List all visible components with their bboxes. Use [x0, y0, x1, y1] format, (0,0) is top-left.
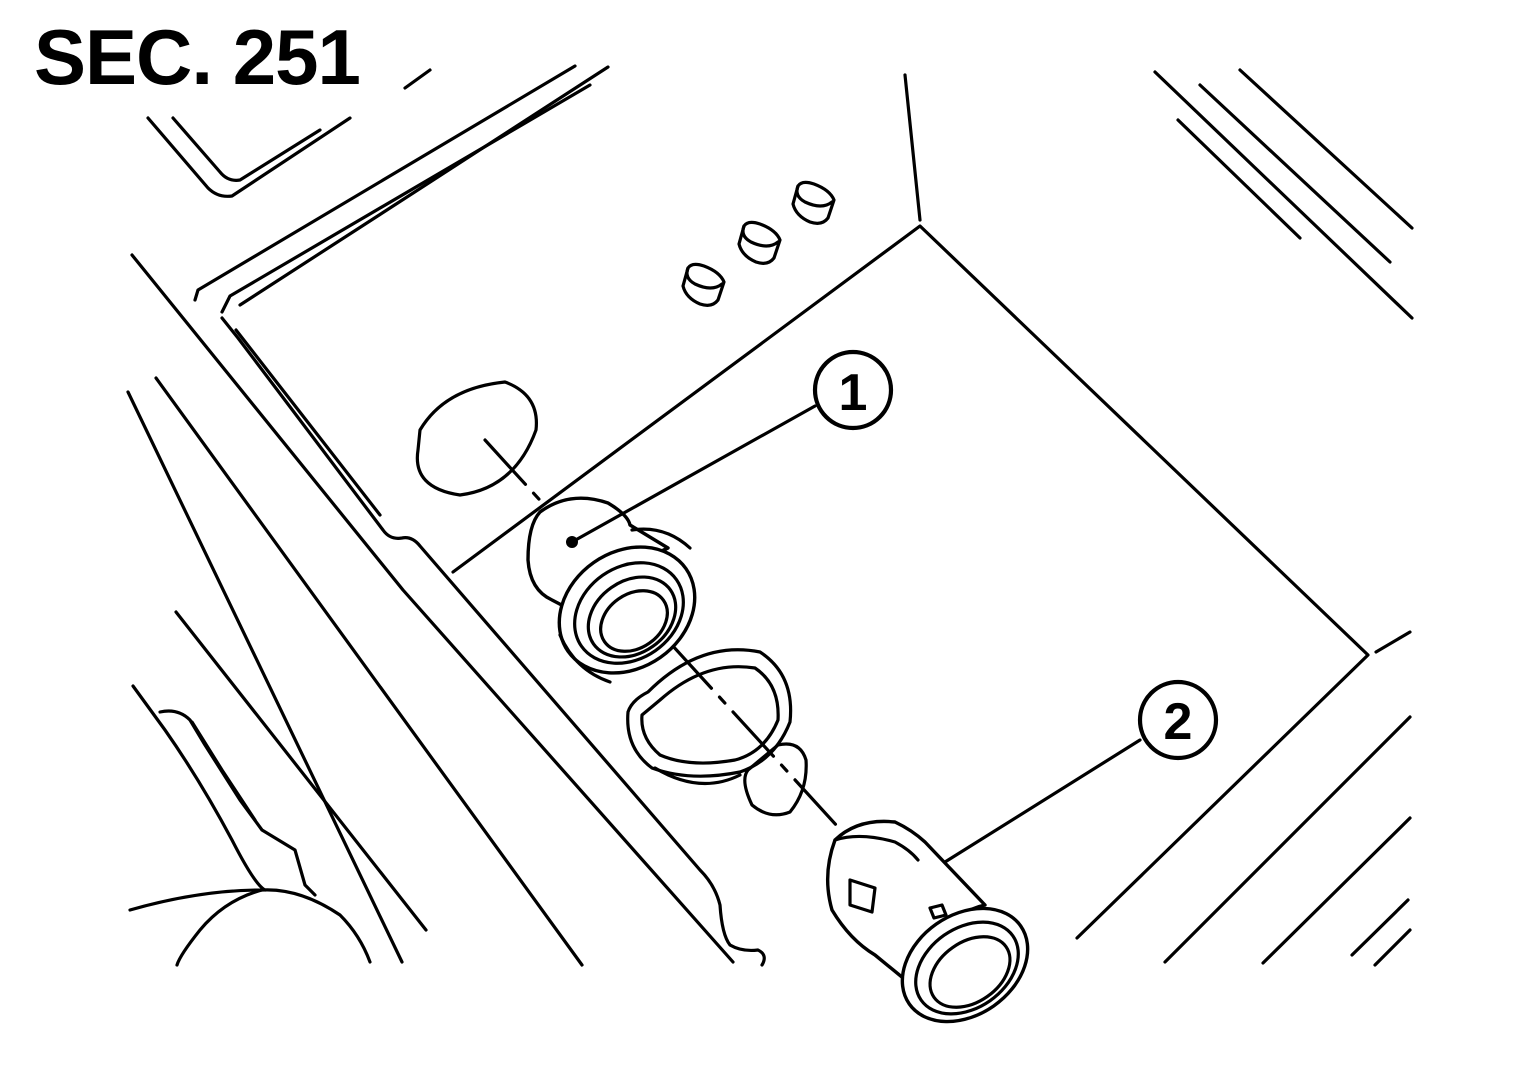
callout-1: 1: [570, 349, 894, 544]
callout-circle: [812, 349, 894, 431]
retaining-ring: [626, 648, 808, 817]
switch-buttons: [681, 180, 836, 307]
switch-button: [791, 180, 836, 225]
callout-label: 2: [1164, 693, 1193, 751]
callout-leader-line: [943, 738, 1142, 864]
cigarette-lighter-plug: [825, 819, 1030, 1024]
callout-circle: [1137, 679, 1219, 761]
switch-button: [681, 262, 726, 307]
callout-leader-line: [570, 404, 817, 544]
callout-2: 2: [943, 679, 1219, 864]
tick-mark: [403, 68, 432, 90]
right-trim-lines: [1153, 68, 1414, 967]
lighter-socket-opening: [415, 380, 539, 497]
console-edges: [126, 253, 766, 967]
panel-plate: [451, 73, 1412, 940]
callout-label: 1: [839, 364, 868, 422]
lighter-socket-ring: [526, 496, 697, 684]
section-label: SEC. 251: [34, 13, 361, 101]
center-axis-line: [483, 438, 850, 840]
console-trim: [146, 64, 610, 314]
switch-button: [737, 220, 782, 265]
seat-outline: [128, 684, 372, 967]
